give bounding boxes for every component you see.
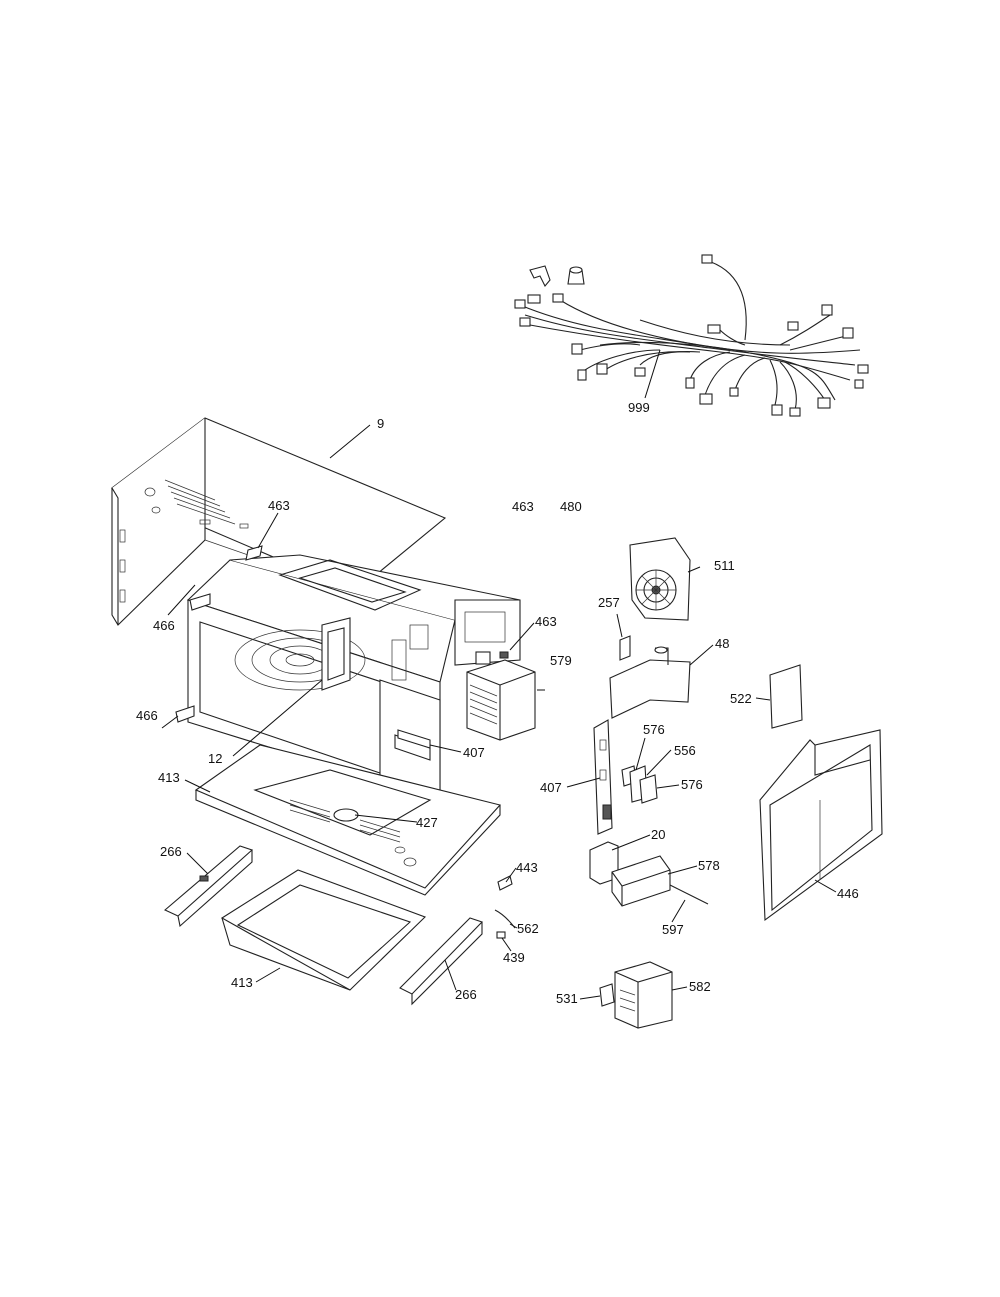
part-label-463-top: 463 bbox=[268, 498, 290, 513]
fan-motor bbox=[629, 537, 691, 621]
rail-left bbox=[163, 845, 254, 928]
part-label-257: 257 bbox=[598, 595, 620, 610]
part-label-466-upper: 466 bbox=[153, 618, 175, 633]
magnetron bbox=[466, 651, 536, 741]
cavity-assembly bbox=[186, 554, 521, 801]
air-duct bbox=[609, 646, 691, 719]
part-label-579: 579 bbox=[550, 653, 572, 668]
capacitor bbox=[611, 855, 709, 907]
part-label-407-left: 407 bbox=[463, 745, 485, 760]
leader-lines bbox=[161, 424, 837, 1000]
part-label-576-upper: 576 bbox=[643, 722, 665, 737]
part-label-556: 556 bbox=[674, 743, 696, 758]
interlock-switches bbox=[621, 765, 658, 804]
part-label-413-upper: 413 bbox=[158, 770, 180, 785]
outer-case-cover bbox=[110, 417, 447, 626]
transformer bbox=[614, 961, 673, 1029]
part-label-999: 999 bbox=[628, 400, 650, 415]
part-label-578: 578 bbox=[698, 858, 720, 873]
part-label-463-right: 463 bbox=[535, 614, 557, 629]
part-label-266-right: 266 bbox=[455, 987, 477, 1002]
part-label-522: 522 bbox=[730, 691, 752, 706]
door-latch-board bbox=[593, 719, 613, 835]
part-label-443: 443 bbox=[516, 860, 538, 875]
part-label-12: 12 bbox=[208, 751, 222, 766]
part-labels: 999 9 463 463 480 511 466 257 463 579 48… bbox=[136, 400, 859, 1006]
part-label-9: 9 bbox=[377, 416, 384, 431]
wire-harness bbox=[514, 254, 869, 417]
side-panel bbox=[759, 729, 883, 922]
part-label-407-right: 407 bbox=[540, 780, 562, 795]
part-label-582: 582 bbox=[689, 979, 711, 994]
part-label-576-lower: 576 bbox=[681, 777, 703, 792]
part-label-562: 562 bbox=[517, 921, 539, 936]
part-label-20: 20 bbox=[651, 827, 665, 842]
bottom-tray bbox=[220, 869, 427, 991]
part-label-597: 597 bbox=[662, 922, 684, 937]
part-label-446: 446 bbox=[837, 886, 859, 901]
base-plate bbox=[194, 744, 502, 896]
part-label-466-lower: 466 bbox=[136, 708, 158, 723]
part-label-511: 511 bbox=[714, 558, 735, 573]
hv-diode bbox=[599, 983, 615, 1007]
small-parts bbox=[175, 265, 631, 939]
part-label-266-left: 266 bbox=[160, 844, 182, 859]
part-label-413-lower: 413 bbox=[231, 975, 253, 990]
part-label-439: 439 bbox=[503, 950, 525, 965]
part-label-427: 427 bbox=[416, 815, 438, 830]
part-label-531: 531 bbox=[556, 991, 578, 1006]
part-label-48: 48 bbox=[715, 636, 729, 651]
part-label-463-clip: 463 bbox=[512, 499, 534, 514]
part-label-480: 480 bbox=[560, 499, 582, 514]
cutout-plate bbox=[769, 664, 803, 729]
rail-right bbox=[399, 917, 484, 1006]
